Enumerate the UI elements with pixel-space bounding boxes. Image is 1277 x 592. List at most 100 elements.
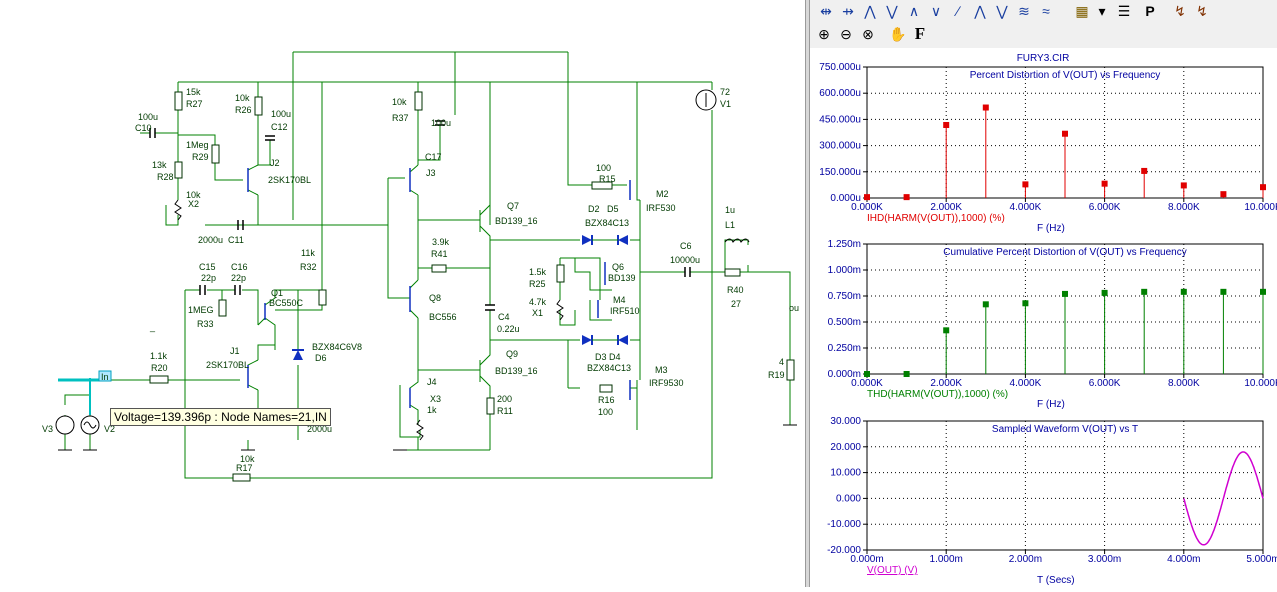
component-label: C10	[135, 123, 152, 133]
y-tick-label: 750.000u	[819, 62, 861, 73]
component-label: J2	[270, 158, 280, 168]
data-point	[1062, 290, 1068, 297]
inflection-icon[interactable]: ≋	[1018, 2, 1030, 19]
x-tick-label: 4.000K	[1010, 378, 1042, 389]
component-label: 4	[779, 357, 784, 367]
pan-icon[interactable]: ✋	[889, 25, 907, 42]
component-label: 2000u	[198, 235, 223, 245]
component-label: Q7	[507, 201, 519, 211]
y-tick-label: 0.500m	[828, 317, 861, 328]
plot-svg[interactable]: FURY3.CIR Percent Distortion of V(OUT) v…	[810, 48, 1277, 587]
table-icon[interactable]: ☰	[1117, 2, 1131, 19]
resistors	[149, 91, 795, 482]
y-tick-label: 0.000	[836, 493, 861, 504]
component-label: BD139_16	[495, 366, 538, 376]
y-tick-label: 20.000	[830, 442, 861, 453]
zoom-in-icon[interactable]: ⊕	[818, 25, 830, 42]
component-label: C6	[680, 241, 692, 251]
valley-icon[interactable]: ⋁	[886, 2, 898, 19]
component-label: 22p	[231, 273, 246, 283]
component-label: _	[149, 322, 156, 332]
data-point	[864, 194, 870, 201]
series-legend: V(OUT) (V)	[867, 565, 918, 576]
component-label: 10k	[240, 454, 255, 464]
font-tool-f[interactable]: F	[914, 24, 926, 43]
cursor-prev-icon[interactable]: ↯	[1196, 2, 1208, 19]
text-tool-p[interactable]: P	[1145, 3, 1155, 19]
component-label: R40	[727, 285, 744, 295]
plot-title: Percent Distortion of V(OUT) vs Frequenc…	[970, 70, 1161, 81]
in-node-flag[interactable]	[98, 370, 112, 382]
x-tick-label: 10.000K	[1244, 378, 1277, 389]
splitter-bar[interactable]	[805, 0, 810, 587]
component-label: BC550C	[269, 298, 304, 308]
data-point	[982, 104, 989, 111]
series-legend: THD(HARM(V(OUT)),1000) (%)	[867, 389, 1008, 400]
ground-symbols	[58, 424, 797, 451]
component-label: J4	[427, 377, 437, 387]
component-label: C15	[199, 262, 216, 272]
y-tick-label: 450.000u	[819, 114, 861, 125]
rise-icon[interactable]: ⋀	[974, 2, 986, 19]
component-label: R33	[197, 319, 214, 329]
component-label: 100	[598, 407, 613, 417]
wave-icon[interactable]: ≈	[1042, 3, 1050, 19]
component-label: 100	[596, 163, 611, 173]
cursor-valley-icon[interactable]: ⇸	[842, 2, 854, 19]
component-label: 10k	[186, 190, 201, 200]
component-label: IRF530	[646, 203, 676, 213]
fall-icon[interactable]: ⋁	[996, 2, 1008, 19]
component-label: R41	[431, 249, 448, 259]
component-label: C4	[498, 312, 510, 322]
component-label: Q6	[612, 262, 624, 272]
analysis-plot-area[interactable]: FURY3.CIR Percent Distortion of V(OUT) v…	[810, 48, 1277, 587]
component-label: 0.22u	[497, 324, 520, 334]
x-axis-label: F (Hz)	[1037, 399, 1065, 410]
x-tick-label: 10.000K	[1244, 202, 1277, 213]
component-label: 11k	[301, 248, 315, 258]
zoom-fit-icon[interactable]: ⊗	[862, 25, 874, 42]
node-voltage-tooltip: Voltage=139.396p : Node Names=21,IN	[110, 408, 331, 426]
dropdown-icon[interactable]: ▾	[1098, 2, 1106, 19]
x-tick-label: 8.000K	[1168, 202, 1200, 213]
x-tick-label: 4.000K	[1010, 202, 1042, 213]
component-label: IRF9530	[649, 378, 684, 388]
plot-title: Sampled Waveform V(OUT) vs T	[992, 424, 1138, 435]
component-label: BD139	[608, 273, 636, 283]
component-label: 1u	[725, 205, 735, 215]
selected-in-node[interactable]	[58, 378, 110, 415]
data-point	[1022, 300, 1029, 307]
zoom-out-icon[interactable]: ⊖	[840, 25, 852, 42]
data-point	[864, 371, 870, 377]
slope-icon[interactable]: ∕	[956, 3, 960, 19]
component-label: 27	[731, 299, 741, 309]
y-tick-label: 0.000m	[828, 369, 861, 380]
cursor-next-icon[interactable]: ↯	[1174, 2, 1186, 19]
component-label: 1.5k	[529, 267, 547, 277]
y-tick-label: 10.000	[830, 468, 861, 479]
component-label: V3	[42, 424, 53, 434]
tag-icon[interactable]: ▦	[1075, 2, 1089, 19]
data-point	[1180, 182, 1187, 189]
component-label: D2	[588, 204, 600, 214]
diodes	[292, 235, 628, 360]
component-label: R26	[235, 105, 252, 115]
schematic-drawing[interactable]: 15kR2710kR26100uC10100uC121MegR29J22SK17…	[0, 0, 805, 587]
component-label: IRF510	[610, 306, 640, 316]
peak-icon[interactable]: ⋀	[864, 2, 876, 19]
high-icon[interactable]: ∧	[908, 2, 920, 19]
y-tick-label: -20.000	[827, 545, 861, 556]
y-tick-label: 300.000u	[819, 141, 861, 152]
component-label: 13k	[152, 160, 167, 170]
plot-frame	[866, 420, 1264, 551]
plot-sampled-waveform: Sampled Waveform V(OUT) vs T-20.000-10.0…	[827, 416, 1277, 586]
component-label: In	[101, 372, 109, 382]
cursor-peak-icon[interactable]: ⇹	[820, 2, 832, 19]
component-label: R37	[392, 113, 409, 123]
component-label: X2	[188, 199, 199, 209]
low-icon[interactable]: ∨	[930, 2, 942, 19]
component-label: D5	[607, 204, 619, 214]
component-label: R17	[236, 463, 253, 473]
component-label: J3	[426, 168, 436, 178]
